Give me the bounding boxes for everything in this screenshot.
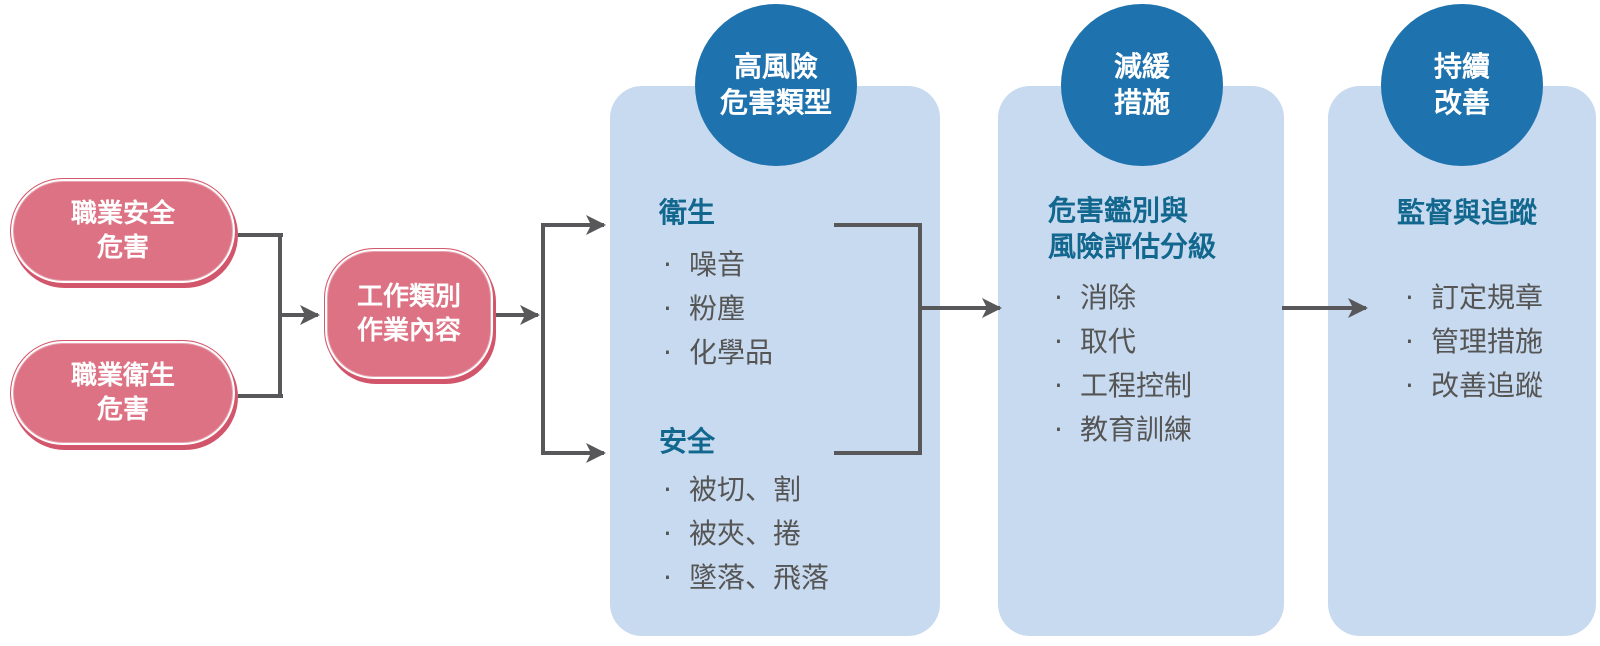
stage-circle-high-risk: 高風險 危害類型 [695,4,857,166]
list-item: 教育訓練 [1050,408,1192,452]
list-item: 工程控制 [1050,364,1192,408]
group-heading-risk-assessment: 危害鑑別與 風險評估分級 [1048,194,1217,263]
stage-circle-improvement: 持續 改善 [1381,4,1543,166]
list-item: 管理措施 [1401,320,1543,364]
list-item: 取代 [1050,320,1192,364]
source-node-hygiene-hazard: 職業衛生 危害 [10,340,236,446]
source-bracket [238,233,283,398]
list-item: 噪音 [659,243,773,287]
list-item: 被夾、捲 [659,512,829,556]
source-node-safety-hazard: 職業安全 危害 [10,178,236,284]
list-item: 改善追蹤 [1401,364,1543,408]
merge-bracket [834,223,922,455]
list-item: 訂定規章 [1401,276,1543,320]
list-item: 被切、割 [659,468,829,512]
improvement-list: 訂定規章 管理措施 改善追蹤 [1401,276,1543,408]
group-heading-hygiene: 衛生 [659,196,716,229]
list-item: 墜落、飛落 [659,556,829,600]
work-type-node: 工作類別 作業內容 [324,248,494,380]
group-heading-monitoring: 監督與追蹤 [1397,196,1538,229]
group-heading-safety: 安全 [659,425,716,458]
stage-circle-mitigation: 減緩 措施 [1061,4,1223,166]
safety-hazard-list: 被切、割 被夾、捲 墜落、飛落 [659,468,829,600]
list-item: 消除 [1050,276,1192,320]
mitigation-list: 消除 取代 工程控制 教育訓練 [1050,276,1192,452]
hygiene-hazard-list: 噪音 粉塵 化學品 [659,243,773,375]
list-item: 化學品 [659,331,773,375]
list-item: 粉塵 [659,287,773,331]
